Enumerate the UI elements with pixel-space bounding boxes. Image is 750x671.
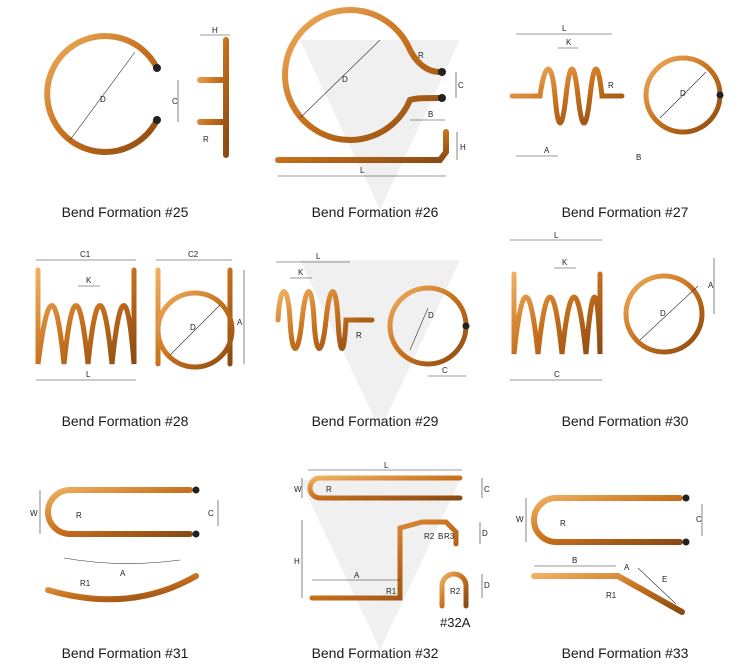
dim-r: R	[203, 135, 209, 144]
tube-end-icon	[438, 94, 446, 102]
bend-32-diagram: L W R C R2 B R3 D H A R1 R2 D	[294, 461, 490, 609]
bend-formation-25: D H C R Bend Formation #25	[0, 0, 250, 230]
dim-b: B	[572, 556, 577, 565]
dim-c1: C1	[80, 250, 91, 259]
dim-d: D	[660, 309, 666, 318]
tube-end-icon	[462, 322, 470, 330]
dim-a: A	[354, 571, 360, 580]
caption-30: Bend Formation #30	[561, 413, 689, 429]
dim-w: W	[30, 509, 38, 518]
tube-end-icon	[716, 91, 724, 99]
dim-r: R	[76, 511, 82, 520]
dim-b: B	[428, 110, 433, 119]
bend-formation-30: L K C D A Bend Formation #30	[500, 230, 750, 440]
bend-29-diagram: L K R D C	[275, 252, 470, 377]
dim-r1: R1	[80, 579, 91, 588]
tube-end-icon	[153, 116, 161, 124]
bend-28-diagram: C1 K L C2 D A	[35, 250, 245, 381]
dim-w: W	[294, 485, 302, 494]
bend-formation-32: L W R C R2 B R3 D H A R1 R2 D #32A Bend …	[250, 440, 500, 671]
bend-33-diagram: W R C B A E R1	[516, 494, 703, 615]
dim-l: L	[554, 231, 559, 240]
dim-h: H	[460, 143, 466, 152]
dim-a: A	[120, 569, 126, 578]
caption-29: Bend Formation #29	[311, 413, 439, 429]
dim-l: L	[384, 461, 389, 470]
caption-27: Bend Formation #27	[561, 204, 689, 220]
dim-r: R	[356, 331, 362, 340]
dim-c2: C2	[188, 250, 199, 259]
dim-l: L	[316, 252, 321, 261]
dim-c: C	[696, 515, 702, 524]
dim-d: D	[190, 323, 196, 332]
dim-r1: R1	[386, 587, 397, 596]
bend-26-diagram: D R C B H L	[275, 7, 466, 177]
bend-formation-29: L K R D C Bend Formation #29	[250, 230, 500, 440]
dim-k: K	[562, 258, 568, 267]
dim-c: C	[554, 370, 560, 379]
tube-end-icon	[682, 538, 690, 546]
tube-end-icon	[438, 68, 446, 76]
dim-r: R	[326, 485, 332, 494]
dim-w: W	[516, 515, 524, 524]
dim-c: C	[458, 81, 464, 90]
caption-32: Bend Formation #32	[311, 645, 439, 661]
caption-28: Bend Formation #28	[61, 413, 189, 429]
dim-b: B	[636, 153, 641, 162]
dim-d: D	[428, 311, 434, 320]
bend-formation-26: D R C B H L Bend Formation #26	[250, 0, 500, 230]
dim-r2: R2	[424, 532, 435, 541]
dim-a: A	[544, 146, 550, 155]
dim-r: R	[608, 81, 614, 90]
dim-d: D	[100, 95, 106, 104]
dim-r3: R3	[444, 532, 455, 541]
dim-k: K	[298, 268, 304, 277]
dim-a: A	[624, 563, 630, 572]
dim-a: A	[708, 281, 714, 290]
dim-d: D	[484, 581, 490, 590]
dim-c: C	[484, 485, 490, 494]
dim-k: K	[566, 38, 572, 47]
dim-k: K	[86, 276, 92, 285]
bend-formation-33: W R C B A E R1 Bend Formation #33	[500, 440, 750, 671]
dim-a: A	[237, 318, 243, 327]
dim-d: D	[482, 529, 488, 538]
tube-end-icon	[192, 530, 200, 538]
label-32a: #32A	[440, 615, 471, 630]
bend-25-diagram: D H C R	[44, 26, 230, 158]
dim-h: H	[294, 557, 300, 566]
dim-r1: R1	[606, 591, 617, 600]
bend-31-diagram: W R C A R1	[30, 486, 219, 603]
dim-d: D	[680, 89, 686, 98]
caption-33: Bend Formation #33	[561, 645, 689, 661]
bend-27-diagram: L K A B R D	[509, 24, 724, 162]
dim-c: C	[208, 509, 214, 518]
bend-30-diagram: L K C D A	[510, 231, 715, 381]
caption-25: Bend Formation #25	[61, 204, 189, 220]
dim-r: R	[418, 51, 424, 60]
caption-26: Bend Formation #26	[311, 204, 439, 220]
dim-l: L	[562, 24, 567, 33]
dim-c: C	[442, 366, 448, 375]
dim-l: L	[360, 166, 365, 175]
tube-end-icon	[192, 486, 200, 494]
bend-formation-27: L K A B R D Bend Formation #27	[500, 0, 750, 230]
dim-l: L	[86, 370, 91, 379]
dim-d: D	[342, 75, 348, 84]
bend-formation-28: C1 K L C2 D A Bend Formation #28	[0, 230, 250, 440]
tube-end-icon	[682, 494, 690, 502]
dim-h: H	[212, 26, 218, 35]
dim-e: E	[662, 575, 667, 584]
dim-r: R	[560, 519, 566, 528]
bend-formation-31: W R C A R1 Bend Formation #31	[0, 440, 250, 671]
tube-end-icon	[153, 64, 161, 72]
dim-b: B	[438, 532, 443, 541]
caption-31: Bend Formation #31	[61, 645, 189, 661]
dim-c: C	[172, 97, 178, 106]
dim-r2: R2	[450, 587, 461, 596]
